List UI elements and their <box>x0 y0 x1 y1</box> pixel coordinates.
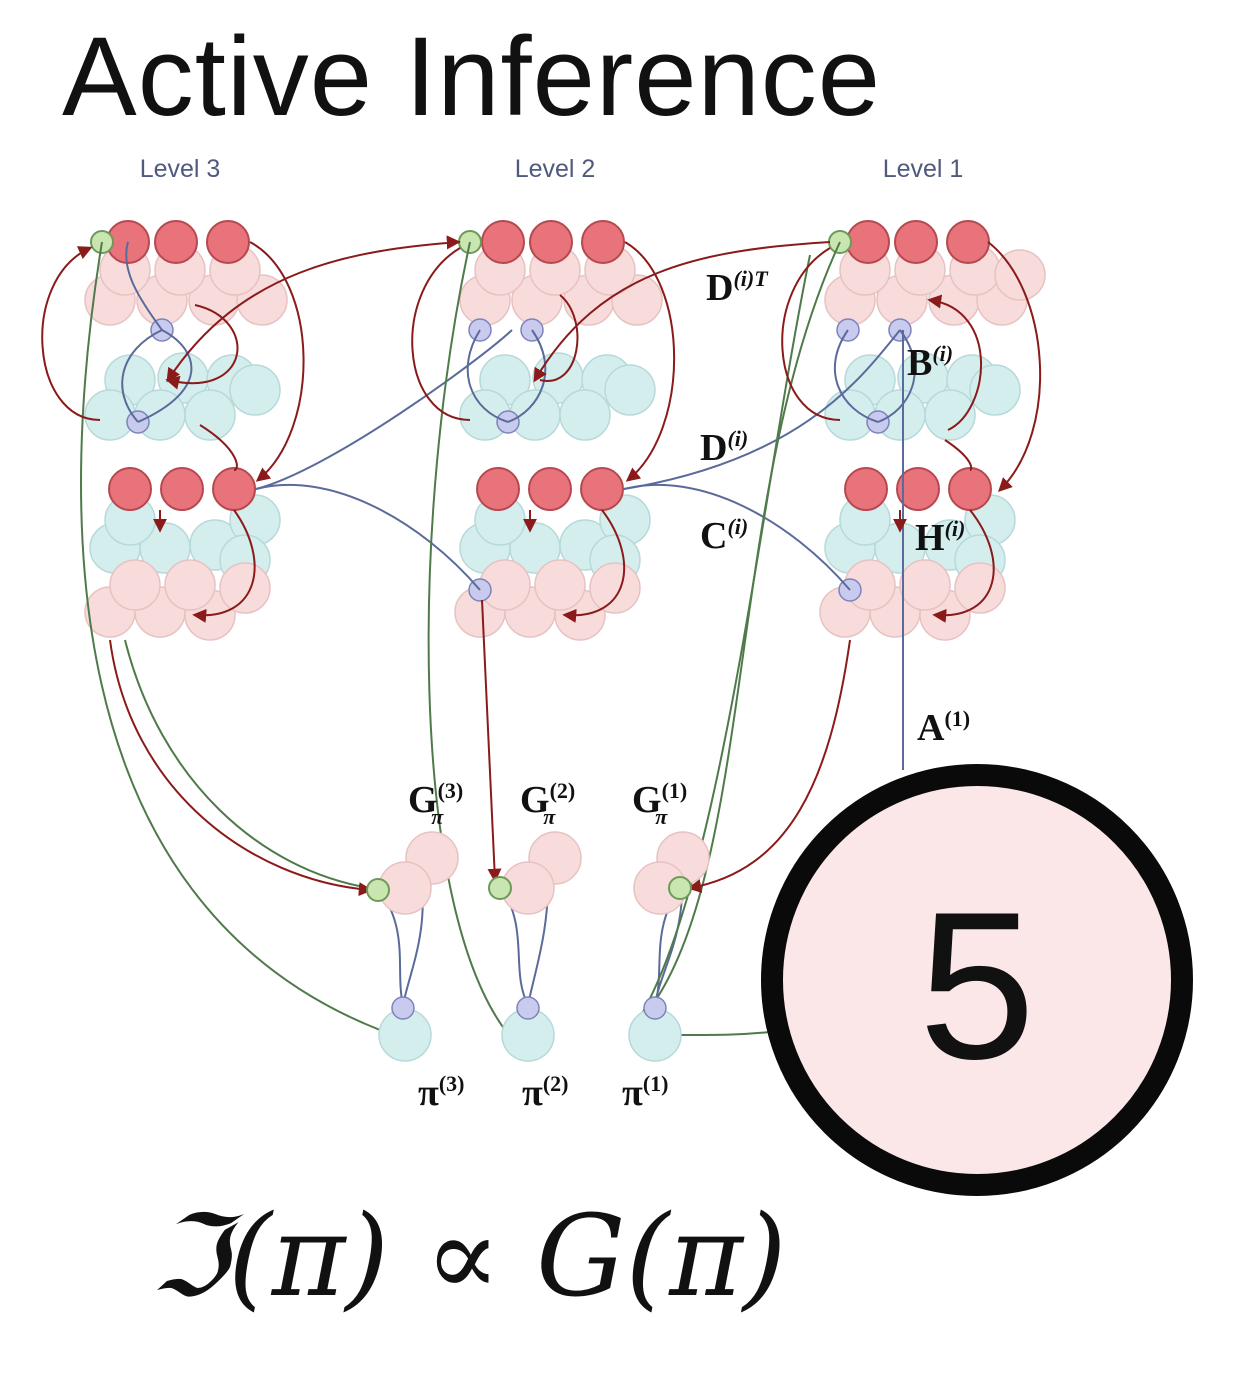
formula-operator: ∝ <box>424 1192 501 1322</box>
label-b: B(i) <box>907 341 953 384</box>
label-d: D(i) <box>700 426 748 469</box>
label-g1: G(1)π <box>632 778 687 829</box>
level-1-heading: Level 1 <box>883 155 964 183</box>
level-2-column <box>454 220 663 641</box>
formula-lhs: ℑ(π) <box>150 1192 390 1322</box>
green-connections <box>80 241 841 1036</box>
label-d-transpose: D(i)T <box>706 266 769 309</box>
level-3-column <box>84 220 288 641</box>
label-pi1: π(1) <box>622 1071 668 1114</box>
math-labels: D(i)T D(i) C(i) B(i) H(i) A(1) G(3)π G(2… <box>408 266 970 1114</box>
level-1-column <box>819 220 1046 641</box>
policy-nodes <box>366 831 710 1062</box>
level-2-heading: Level 2 <box>515 155 596 183</box>
level-3-heading: Level 3 <box>140 155 221 183</box>
formula-rhs: G(π) <box>536 1192 787 1322</box>
label-g3: G(3)π <box>408 778 463 829</box>
label-h: H(i) <box>915 516 965 559</box>
formula: ℑ(π) ∝ G(π) <box>150 1195 787 1319</box>
label-g2: G(2)π <box>520 778 575 829</box>
page-title: Active Inference <box>62 14 882 139</box>
label-pi2: π(2) <box>522 1071 568 1114</box>
label-a: A(1) <box>917 706 970 749</box>
number-badge: 5 <box>761 764 1193 1196</box>
badge-number: 5 <box>919 868 1036 1103</box>
label-pi3: π(3) <box>418 1071 464 1114</box>
red-arrows <box>41 235 1042 897</box>
label-c: C(i) <box>700 514 748 557</box>
